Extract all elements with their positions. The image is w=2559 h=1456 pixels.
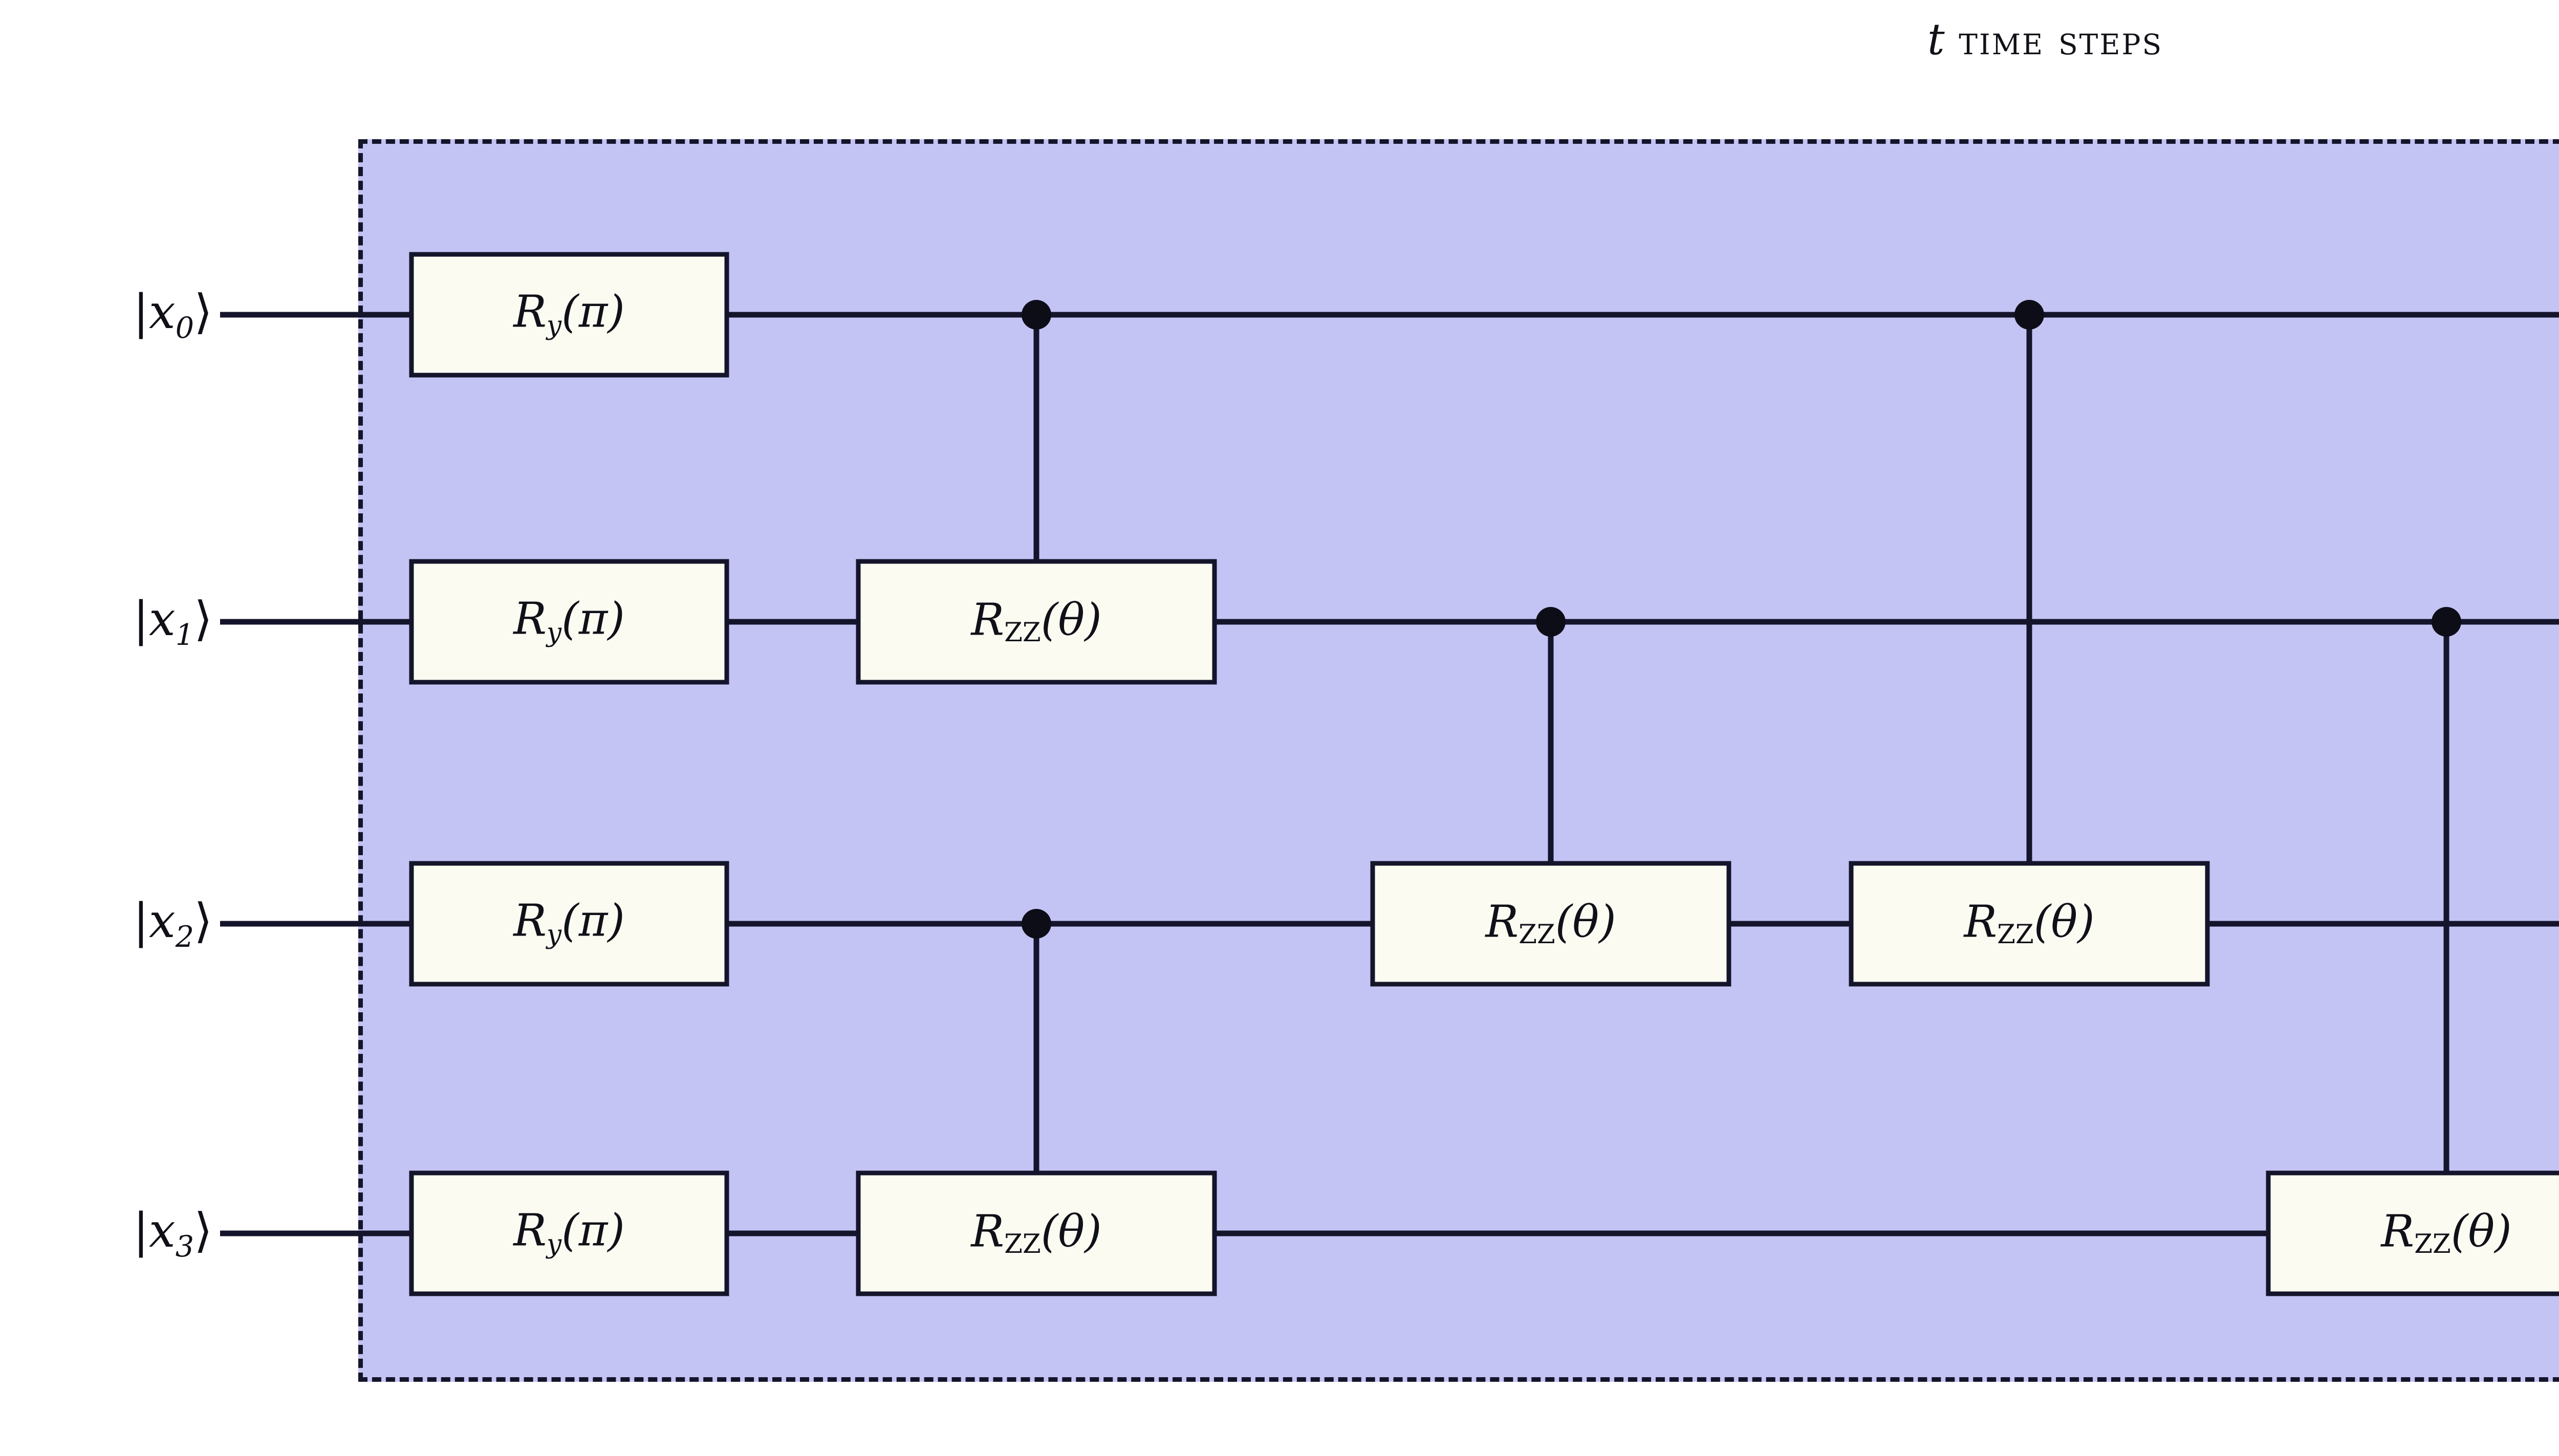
control-link-ctl-2 <box>1548 622 1554 924</box>
qubit-label-q0: |x0⟩ <box>133 285 212 345</box>
gate-label: RZZ(θ) <box>971 594 1102 648</box>
ket-bar: | <box>133 893 149 948</box>
control-link-ctl-4 <box>2443 622 2449 1233</box>
gate-label: RZZ(θ) <box>2381 1206 2512 1259</box>
gate-ry-q2[interactable]: Ry(π) <box>409 861 729 987</box>
ket-bar: | <box>133 284 149 339</box>
ket-close: ⟩ <box>194 284 212 339</box>
control-link-ctl-1 <box>1033 924 1039 1233</box>
ket-index: 2 <box>175 920 194 954</box>
ket-index: 1 <box>175 618 194 653</box>
qubit-wire-q1 <box>220 619 2559 625</box>
control-dot-ctl-2[interactable] <box>1536 607 1566 637</box>
ket-symbol: x <box>148 1203 176 1258</box>
ket-close: ⟩ <box>194 591 212 646</box>
control-dot-ctl-1[interactable] <box>1022 909 1051 939</box>
gate-rzz-c[interactable]: RZZ(θ) <box>1370 861 1731 987</box>
qubit-label-q3: |x3⟩ <box>133 1203 212 1264</box>
gate-label: RZZ(θ) <box>1964 896 2095 950</box>
ket-close: ⟩ <box>194 893 212 948</box>
ket-index: 3 <box>175 1230 194 1264</box>
ket-close: ⟩ <box>194 1203 212 1258</box>
qubit-label-q1: |x1⟩ <box>133 592 212 652</box>
gate-label: Ry(π) <box>513 895 625 950</box>
control-link-ctl-3 <box>2026 315 2032 924</box>
ket-index: 0 <box>175 311 194 345</box>
figure-title: t time steps <box>0 14 2559 64</box>
qubit-wire-q0 <box>220 312 2559 318</box>
gate-ry-q3[interactable]: Ry(π) <box>409 1170 729 1296</box>
gate-label: RZZ(θ) <box>1485 896 1616 950</box>
gate-rzz-a[interactable]: RZZ(θ) <box>856 559 1217 685</box>
gate-label: Ry(π) <box>513 593 625 648</box>
ket-symbol: x <box>148 893 176 948</box>
control-dot-ctl-4[interactable] <box>2432 607 2461 637</box>
gate-rzz-e[interactable]: RZZ(θ) <box>2266 1170 2559 1296</box>
control-link-ctl-0 <box>1033 315 1039 622</box>
ket-symbol: x <box>148 284 176 339</box>
ket-bar: | <box>133 591 149 646</box>
ket-symbol: x <box>148 591 176 646</box>
gate-rzz-b[interactable]: RZZ(θ) <box>856 1170 1217 1296</box>
gate-label: Ry(π) <box>513 286 625 341</box>
gate-label: RZZ(θ) <box>971 1206 1102 1259</box>
gate-ry-q1[interactable]: Ry(π) <box>409 559 729 685</box>
title-variable: t <box>1927 14 1945 64</box>
gate-label: Ry(π) <box>513 1205 625 1260</box>
qubit-label-q2: |x2⟩ <box>133 894 212 954</box>
gate-ry-q0[interactable]: Ry(π) <box>409 252 729 378</box>
control-dot-ctl-0[interactable] <box>1022 300 1051 330</box>
control-dot-ctl-3[interactable] <box>2014 300 2044 330</box>
ket-bar: | <box>133 1203 149 1258</box>
qubit-wire-q3 <box>220 1230 2559 1236</box>
gate-rzz-d[interactable]: RZZ(θ) <box>1849 861 2210 987</box>
title-text: time steps <box>1959 18 2163 64</box>
